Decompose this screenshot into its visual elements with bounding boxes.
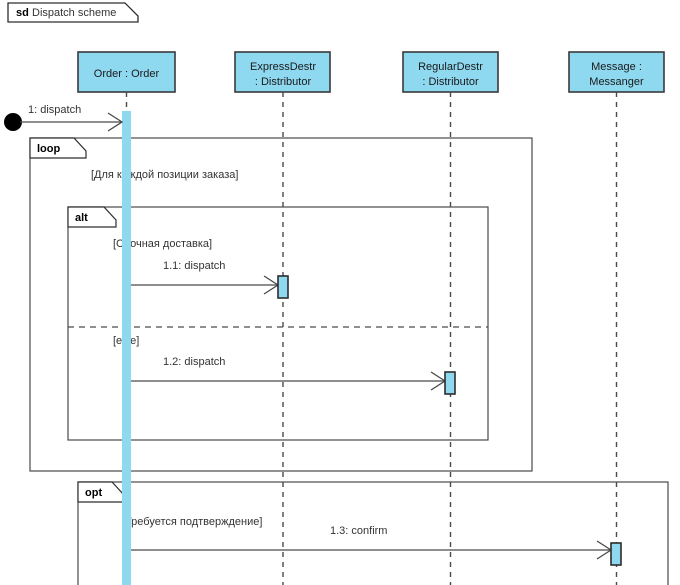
lifeline-message-label-1: Message : — [591, 61, 642, 73]
fragment-alt[interactable]: alt [Срочная доставка] [else] — [67, 206, 489, 441]
fragment-opt-kind: opt — [85, 487, 102, 499]
message-1-arrowhead-icon — [107, 112, 124, 132]
lifeline-express[interactable]: ExpressDestr : Distributor — [234, 51, 331, 585]
message-11-dispatch[interactable]: 1.1: dispatch — [131, 260, 289, 299]
lifeline-express-label-2: : Distributor — [255, 76, 312, 88]
lifeline-head-message[interactable] — [568, 51, 665, 93]
lifeline-order-label-1: Order : Order — [94, 68, 160, 80]
fragment-loop-guard: [Для каждой позиции заказа] — [91, 169, 238, 181]
fragment-opt[interactable]: opt [Требуется подтверждение] — [77, 481, 669, 585]
lifeline-regular-label-2: : Distributor — [422, 76, 479, 88]
found-message-ball-icon — [4, 113, 22, 131]
message-1-dispatch[interactable]: 1: dispatch — [4, 104, 124, 132]
lifeline-message-label-2: Messanger — [589, 76, 644, 88]
lifeline-express-label-1: ExpressDestr — [250, 61, 316, 73]
activation-box-regular[interactable] — [444, 371, 456, 395]
diagram-frame-label: sd Dispatch scheme — [7, 2, 139, 23]
frame-kind-label: sd — [16, 7, 29, 19]
lifeline-regular-label-1: RegularDestr — [418, 61, 483, 73]
message-12-label: 1.2: dispatch — [163, 356, 225, 368]
frame-label-tab — [7, 2, 139, 23]
lifeline-head-order[interactable] — [77, 51, 176, 93]
message-13-label: 1.3: confirm — [330, 525, 387, 537]
fragment-loop-kind: loop — [37, 143, 60, 155]
fragment-loop-tab — [29, 137, 87, 159]
lifeline-regular[interactable]: RegularDestr : Distributor — [402, 51, 499, 585]
fragment-alt-guard: [Срочная доставка] — [113, 238, 212, 250]
fragment-loop[interactable]: loop [Для каждой позиции заказа] — [29, 137, 533, 472]
fragment-alt-kind: alt — [75, 212, 88, 224]
activation-box-message[interactable] — [610, 542, 622, 566]
fragment-opt-guard: [Требуется подтверждение] — [122, 516, 262, 528]
lifeline-message[interactable]: Message : Messanger — [568, 51, 665, 585]
fragment-opt-box[interactable] — [77, 481, 669, 585]
message-13-confirm[interactable]: 1.3: confirm — [131, 525, 622, 566]
activation-box-express[interactable] — [277, 275, 289, 299]
frame-title-label: Dispatch scheme — [32, 7, 116, 19]
message-1-label: 1: dispatch — [28, 104, 81, 116]
message-12-dispatch[interactable]: 1.2: dispatch — [131, 356, 456, 395]
fragment-loop-box[interactable] — [29, 137, 533, 472]
message-11-label: 1.1: dispatch — [163, 260, 225, 272]
activation-bar-order[interactable] — [122, 111, 131, 585]
lifeline-head-regular[interactable] — [402, 51, 499, 93]
fragment-alt-box[interactable] — [67, 206, 489, 441]
fragment-alt-tab — [67, 206, 117, 228]
